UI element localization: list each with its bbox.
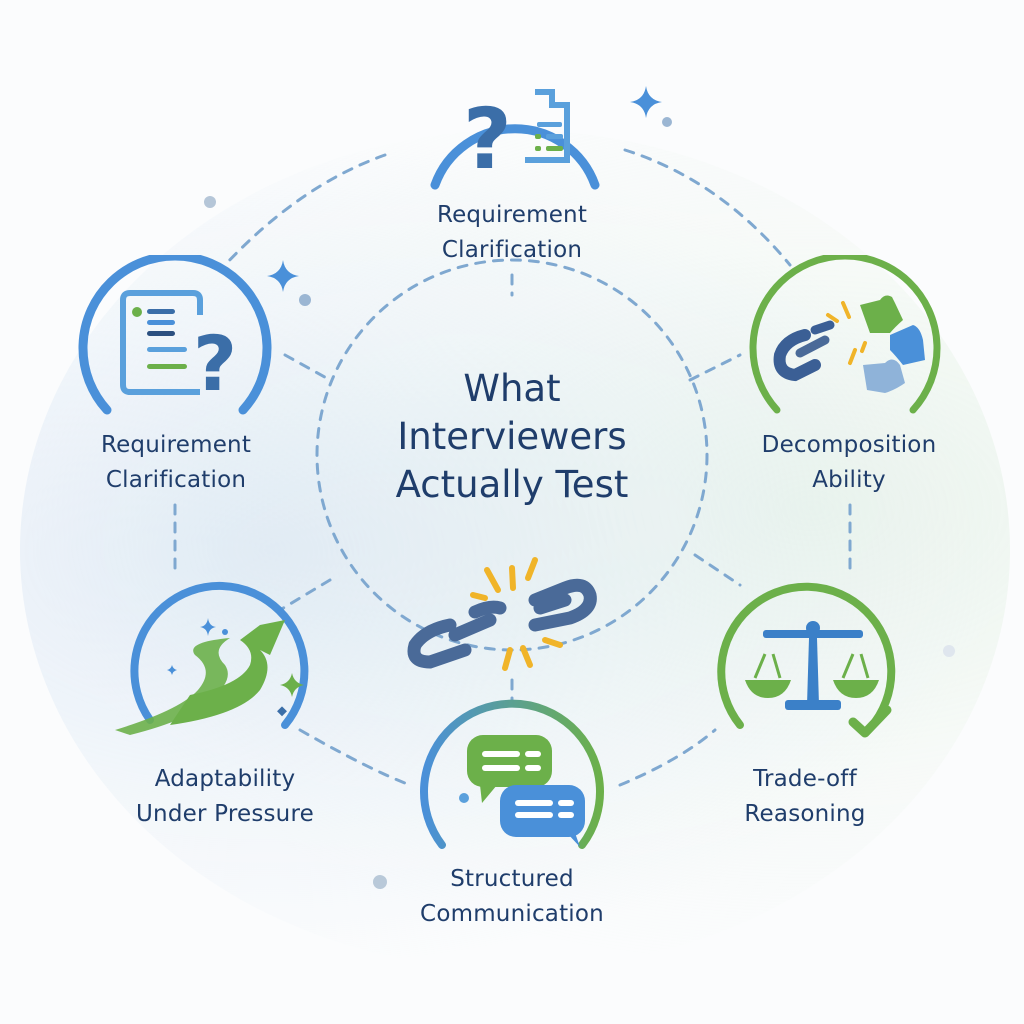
- node-label-top: Requirement Clarification: [436, 202, 588, 263]
- dot-icon: [204, 196, 216, 208]
- node-label-bottom: Structured Communication: [420, 866, 604, 927]
- dot-icon: [662, 117, 672, 127]
- node-label-lower-right: Trade-off Reasoning: [744, 766, 866, 827]
- document-question-icon: ?: [78, 255, 272, 415]
- broken-chain-puzzle-icon: [749, 255, 941, 414]
- node-ring: [130, 581, 309, 729]
- dot-icon: [373, 875, 387, 889]
- connector-lower-left-to-bottom: [298, 728, 412, 787]
- svg-text:?: ?: [193, 319, 237, 408]
- balance-scale-check-icon: [717, 582, 896, 738]
- node-ring: [420, 699, 604, 849]
- sparkle-icon: [630, 86, 662, 118]
- question-document-icon: ?: [430, 89, 600, 190]
- broken-chain-icon: [407, 557, 597, 671]
- node-ring: [749, 255, 941, 414]
- node-label-lower-left: Adaptability Under Pressure: [136, 766, 314, 827]
- connector-bottom-to-lower-right: [618, 728, 717, 787]
- check-icon: [848, 705, 892, 738]
- connector-top-to-upper-left: [223, 153, 387, 267]
- node-label-upper-left: Requirement Clarification: [100, 432, 252, 493]
- node-ring: [78, 255, 272, 415]
- node-ring: [430, 124, 600, 190]
- node-label-upper-right: Decomposition Ability: [761, 432, 937, 493]
- chat-bubbles-icon: [420, 699, 604, 849]
- dot-icon: [299, 294, 311, 306]
- node-ring: [717, 582, 896, 732]
- dot-icon: [943, 645, 955, 657]
- page-title: What Interviewers Actually Test: [395, 367, 629, 506]
- rising-arrow-icon: [115, 581, 309, 735]
- connector-top-to-upper-right: [623, 148, 792, 267]
- svg-text:?: ?: [463, 90, 512, 188]
- sparkle-icon: [267, 260, 299, 292]
